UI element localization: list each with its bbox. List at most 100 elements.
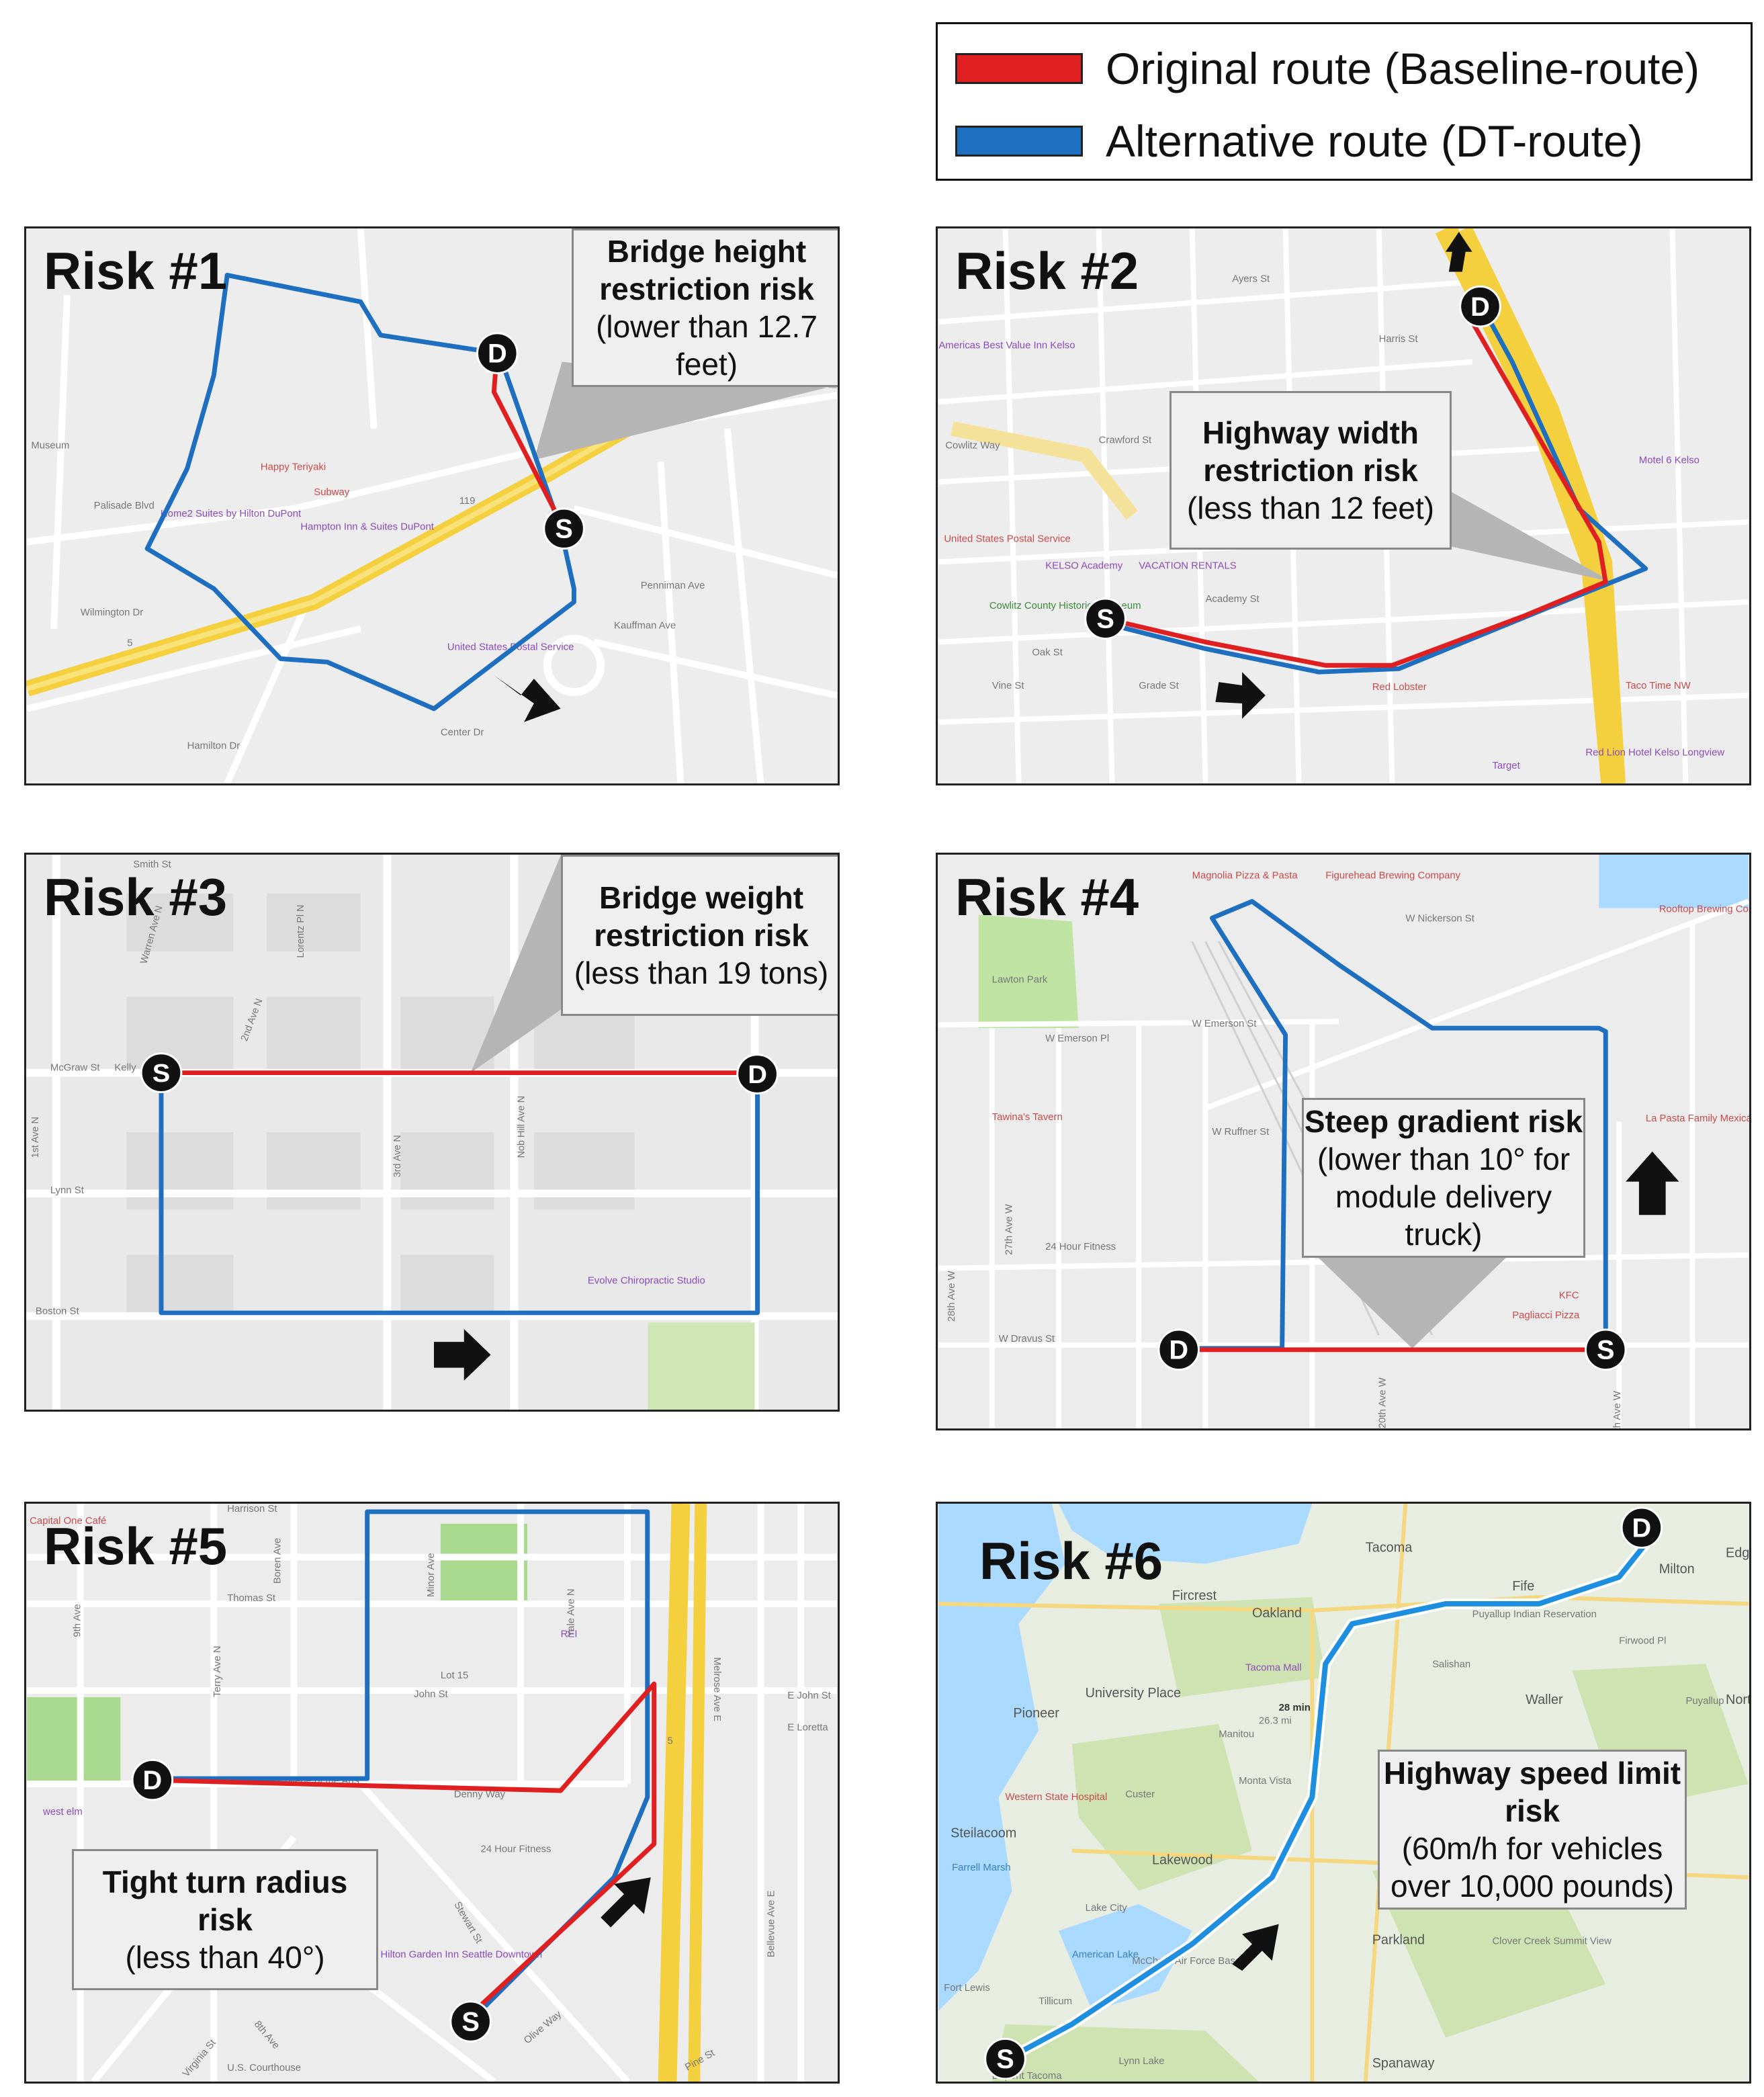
map-label: Home2 Suites by Hilton DuPont bbox=[161, 509, 302, 519]
map-label: American Lake bbox=[1072, 1949, 1139, 1960]
map-label: Red Lion Hotel Kelso Longview bbox=[1585, 747, 1724, 758]
map-label: E Loretta bbox=[787, 1723, 828, 1734]
callout-detail: (lower than 12.7 feet) bbox=[596, 309, 818, 382]
map-label: 119 bbox=[459, 496, 476, 507]
map-label: Ayers St bbox=[1232, 273, 1270, 284]
map-label: E John St bbox=[787, 1691, 831, 1701]
risk-callout: Highway speed limit risk (60m/h for vehi… bbox=[1378, 1750, 1687, 1910]
map-label: Happy Teriyaki bbox=[261, 462, 326, 472]
map-panel-risk-4: Lawton Park Magnolia Pizza & Pasta Figur… bbox=[936, 853, 1751, 1430]
map-label: Hamilton Dr bbox=[187, 740, 240, 751]
svg-text:S: S bbox=[152, 1060, 171, 1088]
map-label: John St bbox=[414, 1689, 448, 1700]
alternative-route-line bbox=[146, 1509, 650, 2026]
map-label: University Place bbox=[1086, 1686, 1181, 1701]
map-label: Hampton Inn & Suites DuPont bbox=[300, 522, 434, 533]
map-label: Motel 6 Kelso bbox=[1639, 455, 1700, 466]
map-label: Tacoma bbox=[1366, 1541, 1413, 1555]
map-label: Parkland bbox=[1372, 1932, 1425, 1947]
map-label: Lot 15 bbox=[441, 1670, 468, 1681]
panel-title: Risk #4 bbox=[955, 867, 1139, 927]
map-label: McChord Air Force Base bbox=[1132, 1956, 1241, 1967]
risk-callout: Bridge height restriction risk (lower th… bbox=[572, 228, 838, 387]
start-marker: S bbox=[1084, 597, 1127, 640]
map-label: 3rd Ave N bbox=[392, 1135, 403, 1177]
map-label: Clover Creek Summit View bbox=[1492, 1936, 1612, 1946]
map-label: Edgewood bbox=[1726, 1545, 1749, 1560]
svg-text:S: S bbox=[996, 2045, 1014, 2074]
map-label: Oakland bbox=[1252, 1606, 1302, 1621]
svg-text:D: D bbox=[143, 1766, 163, 1795]
map-label: North bbox=[1726, 1693, 1749, 1707]
original-route-line bbox=[1104, 302, 1608, 668]
alternative-route-line bbox=[1001, 1530, 1648, 2064]
map-label: Figurehead Brewing Company bbox=[1325, 871, 1460, 882]
map-label: McGraw St bbox=[50, 1063, 100, 1074]
map-label: Kelly bbox=[114, 1063, 136, 1074]
svg-text:S: S bbox=[1597, 1336, 1615, 1365]
destination-marker: D bbox=[1620, 1506, 1663, 1549]
risk-callout: Bridge weight restriction risk (less tha… bbox=[561, 855, 838, 1016]
map-label: 5 bbox=[127, 638, 132, 648]
map-label: Spanaway bbox=[1372, 2056, 1435, 2071]
svg-text:D: D bbox=[488, 339, 507, 369]
map-panel-risk-5: Capital One Café Harrison St Thomas St J… bbox=[24, 1502, 840, 2084]
callout-detail: (less than 12 feet) bbox=[1186, 490, 1435, 525]
map-label: Salishan bbox=[1432, 1659, 1470, 1670]
map-risk-5: Capital One Café Harrison St Thomas St J… bbox=[27, 1504, 837, 2082]
callout-title: Bridge height restriction risk bbox=[599, 234, 814, 306]
map-label: Target bbox=[1492, 761, 1520, 771]
map-label: W Emerson Pl bbox=[1045, 1033, 1109, 1044]
map-label: Lake City bbox=[1086, 1903, 1128, 1914]
map-label: Denny Way bbox=[454, 1789, 506, 1800]
legend-label-alternative: Alternative route (DT-route) bbox=[1106, 116, 1643, 166]
svg-text:D: D bbox=[1169, 1336, 1188, 1365]
map-label: Nob Hill Ave N bbox=[516, 1096, 527, 1158]
start-marker: S bbox=[543, 507, 585, 550]
original-route-line bbox=[146, 1681, 657, 2023]
map-label: Grade St bbox=[1139, 681, 1179, 691]
map-label: Boren Ave bbox=[273, 1538, 283, 1584]
direction-arrow-icon bbox=[494, 675, 561, 722]
map-label: Puyallup Indian Reservation bbox=[1472, 1609, 1597, 1620]
map-label: Minor Ave bbox=[426, 1553, 437, 1597]
map-label: Thomas St bbox=[227, 1593, 276, 1604]
map-label: Kauffman Ave bbox=[614, 621, 676, 632]
map-label: Museum bbox=[31, 441, 69, 452]
map-label: Tacoma Mall bbox=[1245, 1662, 1302, 1673]
map-label: Boston St bbox=[36, 1306, 79, 1317]
callout-detail: (60m/h for vehicles over 10,000 pounds) bbox=[1391, 1831, 1674, 1903]
map-label: Rooftop Brewing Company bbox=[1659, 904, 1749, 914]
map-label: Lorentz Pl N bbox=[296, 904, 306, 957]
map-label: Fife bbox=[1512, 1579, 1534, 1594]
legend-swatch-original bbox=[955, 53, 1083, 84]
destination-marker: D bbox=[1157, 1328, 1200, 1371]
callout-title: Highway speed limit risk bbox=[1383, 1756, 1681, 1828]
map-label: 5 bbox=[668, 1736, 673, 1747]
map-label: 26.3 mi bbox=[1259, 1716, 1292, 1727]
map-label: Tawina's Tavern bbox=[992, 1112, 1063, 1123]
map-label: Western State Hospital bbox=[1006, 1792, 1108, 1803]
risk-callout: Highway width restriction risk (less tha… bbox=[1170, 391, 1452, 550]
map-label: Lakewood bbox=[1152, 1852, 1213, 1867]
risk-callout: Tight turn radius risk (less than 40°) bbox=[72, 1849, 378, 1990]
map-label: Lawton Park bbox=[992, 975, 1048, 986]
svg-text:D: D bbox=[1632, 1514, 1652, 1543]
map-label: 28 min bbox=[1279, 1703, 1311, 1713]
map-label: Evolve Chiropractic Studio bbox=[588, 1276, 705, 1287]
map-label: REI bbox=[561, 1629, 578, 1640]
svg-text:D: D bbox=[1470, 292, 1490, 322]
map-label: Melrose Ave E bbox=[711, 1657, 722, 1721]
map-panel-risk-2: Cowlitz Way KELSO Academy VACATION RENTA… bbox=[936, 226, 1751, 785]
callout-title: Highway width restriction risk bbox=[1202, 415, 1419, 488]
map-label: KFC bbox=[1559, 1290, 1579, 1301]
map-label: Firwood Pl bbox=[1619, 1636, 1666, 1647]
panel-title: Risk #1 bbox=[44, 241, 228, 300]
destination-marker: D bbox=[476, 332, 519, 374]
callout-detail: (lower than 10° for module delivery truc… bbox=[1317, 1142, 1571, 1252]
start-marker: S bbox=[984, 2037, 1026, 2080]
callout-pointer bbox=[1312, 1251, 1513, 1349]
callout-detail: (less than 40°) bbox=[125, 1940, 325, 1975]
risk-callout: Steep gradient risk (lower than 10° for … bbox=[1302, 1098, 1585, 1258]
direction-arrow-icon bbox=[601, 1877, 651, 1928]
